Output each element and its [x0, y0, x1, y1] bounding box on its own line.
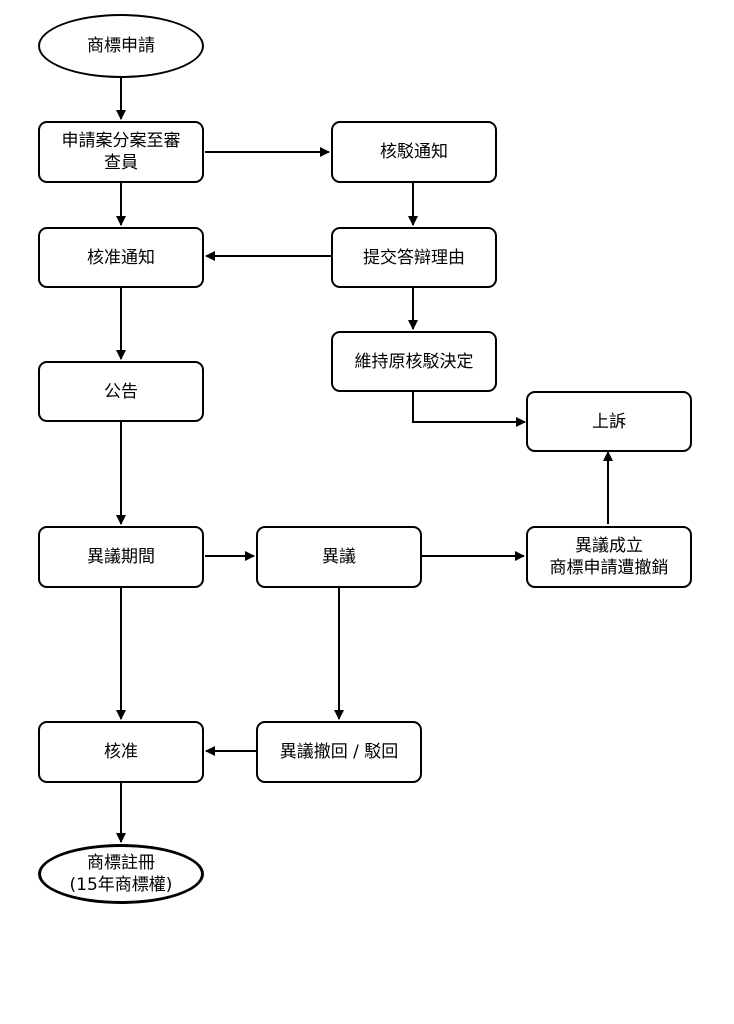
response-label: 提交答辯理由	[363, 247, 465, 268]
opposition-period-label: 異議期間	[87, 547, 155, 567]
opposition-period-node: 異議期間	[38, 526, 204, 588]
registration-label: 商標註冊 (15年商標權)	[69, 853, 173, 895]
approved-label: 核准	[104, 742, 138, 762]
maintain-node: 維持原核駁決定	[331, 331, 497, 392]
start-node: 商標申請	[38, 14, 204, 78]
publication-node: 公告	[38, 361, 204, 422]
opposition-success-node: 異議成立 商標申請遭撤銷	[526, 526, 692, 588]
opposition-success-label: 異議成立 商標申請遭撤銷	[549, 536, 669, 578]
appeal-node: 上訴	[526, 391, 692, 452]
reject-notice-label: 核駁通知	[380, 142, 448, 162]
approval-notice-node: 核准通知	[38, 227, 204, 288]
assign-node: 申請案分案至審 查員	[38, 121, 204, 183]
reject-notice-node: 核駁通知	[331, 121, 497, 183]
approval-notice-label: 核准通知	[87, 247, 155, 268]
start-label: 商標申請	[87, 36, 155, 56]
assign-label: 申請案分案至審 查員	[61, 131, 181, 173]
edge-maintain-to-appeal	[412, 392, 526, 427]
opposition-node: 異議	[256, 526, 422, 588]
publication-label: 公告	[104, 381, 138, 402]
maintain-label: 維持原核駁決定	[354, 351, 474, 372]
appeal-label: 上訴	[592, 411, 626, 432]
opposition-label: 異議	[322, 547, 356, 567]
opposition-withdrawn-node: 異議撤回 / 駁回	[256, 721, 422, 783]
opposition-withdrawn-label: 異議撤回 / 駁回	[279, 742, 399, 762]
response-node: 提交答辯理由	[331, 227, 497, 288]
approved-node: 核准	[38, 721, 204, 783]
registration-node: 商標註冊 (15年商標權)	[38, 844, 204, 904]
